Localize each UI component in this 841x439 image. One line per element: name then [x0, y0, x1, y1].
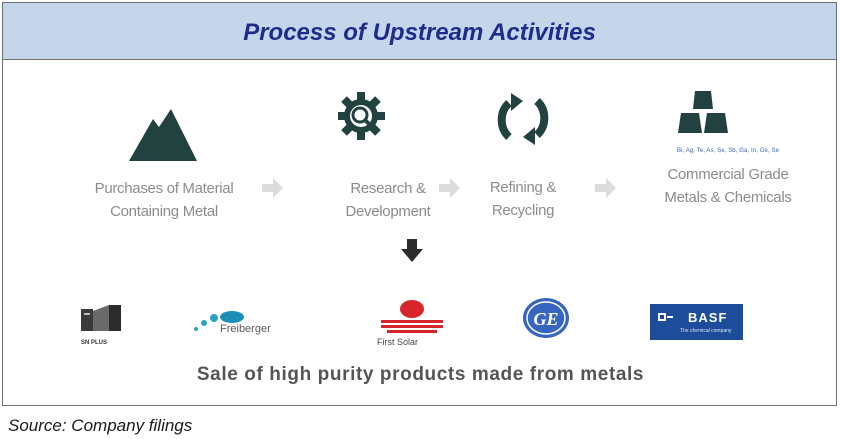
recycle-arrows-icon [497, 93, 549, 145]
arrow-right-icon [439, 178, 460, 198]
svg-text:GE: GE [533, 309, 558, 329]
step-label: Research &Development [345, 180, 431, 220]
freiberger-logo: Freiberger [192, 303, 312, 343]
source-note: Source: Company filings [8, 416, 193, 435]
arrow-down-icon [401, 239, 423, 262]
snplus-logo: SN PLUS [81, 303, 131, 346]
caption: Sale of high purity products made from m… [196, 364, 645, 385]
basf-logo: BASF The chemical company [650, 304, 743, 340]
metal-list: Bi, Ag, Te, As, Se, Sb, Ga, In, Ge, Se [676, 148, 780, 154]
arrow-right-icon [595, 178, 616, 198]
ge-logo: GE [522, 297, 572, 341]
header-bar: Process of Upstream Activities [3, 3, 836, 60]
diagram-title: Process of Upstream Activities [243, 19, 596, 46]
diagram-frame: Process of Upstream Activities Purchases… [2, 2, 837, 406]
gear-magnifier-icon [338, 92, 385, 140]
metal-bars-icon [678, 91, 728, 133]
mountain-icon [129, 109, 197, 161]
first-solar-logo: First Solar [377, 299, 467, 347]
step-label: Refining &Recycling [489, 179, 557, 219]
arrow-right-icon [262, 178, 283, 198]
